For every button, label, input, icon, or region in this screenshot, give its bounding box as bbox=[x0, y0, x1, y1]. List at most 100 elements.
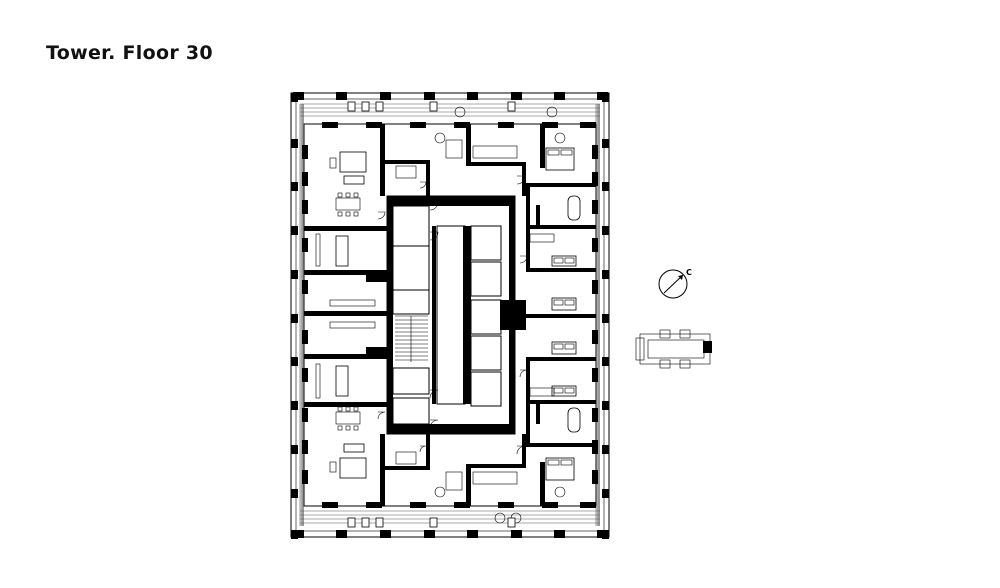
core-room bbox=[392, 289, 430, 315]
counter bbox=[315, 233, 321, 267]
lounger bbox=[375, 517, 384, 528]
page-title: Tower. Floor 30 bbox=[46, 42, 213, 64]
pillow bbox=[560, 459, 573, 466]
column bbox=[336, 530, 347, 538]
pillow bbox=[560, 149, 573, 156]
column bbox=[291, 139, 298, 148]
pier bbox=[302, 368, 308, 382]
partitions bbox=[304, 124, 596, 506]
pier bbox=[498, 122, 514, 128]
door-swing bbox=[429, 231, 439, 241]
wall bbox=[466, 464, 471, 506]
pier bbox=[302, 280, 308, 294]
wall bbox=[385, 466, 430, 470]
column bbox=[293, 530, 304, 538]
column bbox=[554, 92, 565, 100]
pier bbox=[302, 172, 308, 186]
door-swing bbox=[377, 211, 386, 220]
lift-shaft bbox=[470, 371, 502, 407]
pier bbox=[592, 330, 598, 344]
lift-lobby-bottom bbox=[447, 424, 503, 434]
pier bbox=[302, 145, 308, 159]
column bbox=[291, 489, 298, 498]
lounger bbox=[429, 101, 438, 112]
wall bbox=[471, 162, 526, 166]
pier bbox=[410, 502, 426, 508]
column bbox=[291, 314, 298, 323]
sofa bbox=[343, 443, 365, 453]
plant bbox=[546, 106, 558, 118]
pier bbox=[302, 470, 308, 484]
lounger bbox=[375, 101, 384, 112]
door-swing bbox=[429, 389, 439, 399]
column bbox=[602, 530, 609, 539]
door-swing bbox=[516, 445, 526, 455]
lounger bbox=[347, 517, 356, 528]
pier bbox=[302, 200, 308, 214]
wall bbox=[526, 187, 530, 268]
column bbox=[291, 401, 298, 410]
sofa bbox=[445, 471, 463, 491]
wall bbox=[526, 225, 596, 229]
wall bbox=[526, 357, 596, 361]
pillow bbox=[553, 257, 564, 264]
stairs bbox=[395, 315, 428, 362]
column bbox=[602, 401, 609, 410]
lounger bbox=[361, 101, 370, 112]
wall bbox=[380, 124, 385, 196]
column bbox=[602, 93, 609, 102]
table bbox=[335, 197, 361, 211]
wall bbox=[304, 311, 387, 316]
pillow bbox=[547, 459, 560, 466]
sofa bbox=[343, 175, 365, 185]
column bbox=[380, 530, 391, 538]
furniture bbox=[315, 101, 581, 528]
pier bbox=[542, 502, 558, 508]
pier bbox=[322, 122, 338, 128]
column bbox=[424, 530, 435, 538]
pier bbox=[454, 502, 470, 508]
wall bbox=[304, 402, 387, 407]
counter bbox=[472, 471, 518, 485]
door-swing bbox=[419, 445, 427, 453]
pier bbox=[592, 145, 598, 159]
lift-shaft bbox=[470, 299, 502, 335]
core-cells bbox=[392, 205, 502, 425]
core-spine-wall bbox=[463, 226, 471, 404]
door-swing bbox=[429, 201, 439, 211]
pier bbox=[498, 502, 514, 508]
plant bbox=[494, 512, 506, 524]
door-swing bbox=[519, 255, 528, 264]
pillow bbox=[564, 257, 575, 264]
core-wall-left bbox=[387, 206, 393, 424]
wall bbox=[471, 464, 526, 468]
wall bbox=[526, 183, 596, 187]
chair bbox=[345, 192, 351, 198]
door-swing bbox=[516, 175, 526, 185]
column bbox=[293, 92, 304, 100]
pillow bbox=[564, 387, 575, 394]
pillow bbox=[564, 299, 575, 306]
pier bbox=[322, 502, 338, 508]
bed bbox=[551, 385, 577, 397]
bed bbox=[551, 297, 577, 311]
bed bbox=[545, 457, 575, 481]
pillow bbox=[553, 299, 564, 306]
bathtub bbox=[567, 407, 581, 433]
bed bbox=[545, 147, 575, 171]
sofa bbox=[445, 139, 463, 159]
core-shaft bbox=[500, 300, 526, 330]
door-swing bbox=[429, 419, 439, 429]
wall bbox=[540, 462, 545, 506]
core-spine-wall-2 bbox=[432, 226, 436, 404]
wall bbox=[304, 226, 387, 231]
table bbox=[335, 411, 361, 425]
chair bbox=[345, 425, 351, 431]
counter bbox=[472, 145, 518, 159]
column bbox=[336, 92, 347, 100]
column bbox=[511, 92, 522, 100]
column bbox=[602, 489, 609, 498]
door-swing bbox=[377, 411, 386, 420]
core-room bbox=[392, 245, 430, 291]
